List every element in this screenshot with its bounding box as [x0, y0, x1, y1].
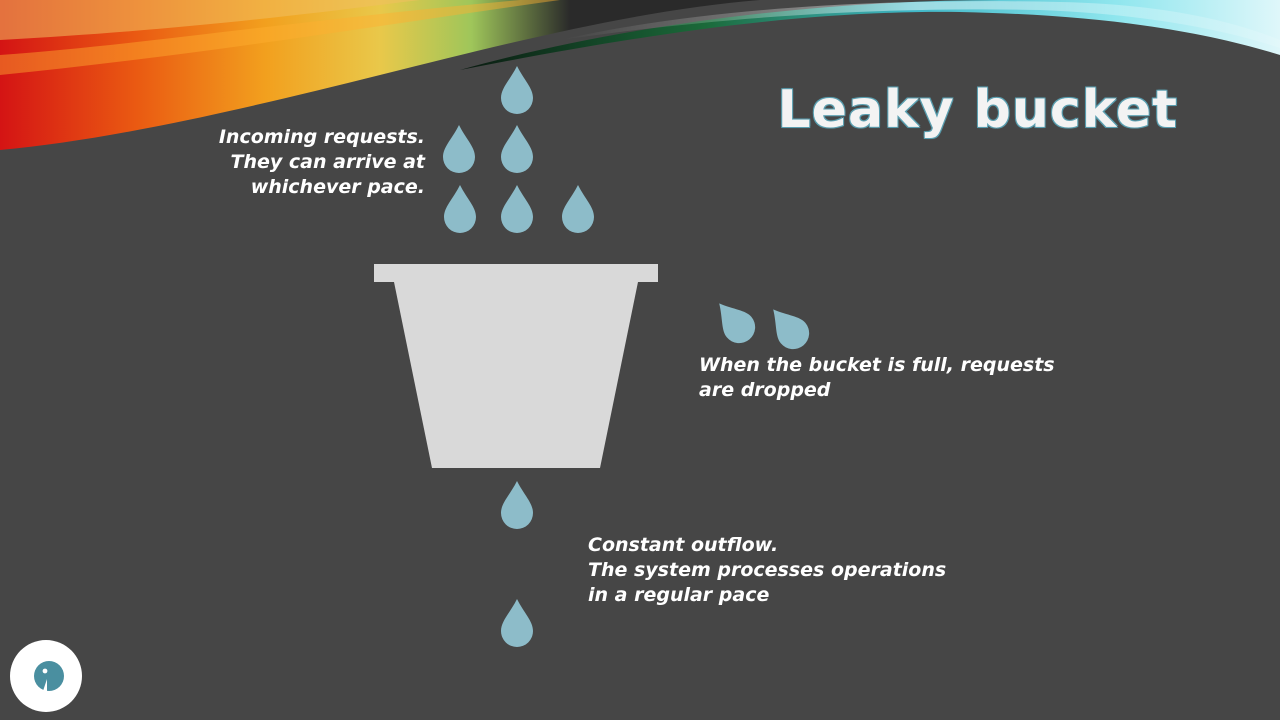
water-drop-icon [773, 309, 810, 350]
dropped-line-1: When the bucket is full, requests [699, 354, 1055, 376]
water-drop-icon [501, 125, 533, 173]
water-drop-icon [501, 599, 533, 647]
water-drop-icon [443, 125, 475, 173]
incoming-line-1: Incoming requests. [218, 126, 425, 148]
decorative-swoosh [0, 0, 1280, 150]
incoming-line-3: whichever pace. [250, 176, 425, 198]
outflow-line-3: in a regular pace [588, 584, 770, 606]
bird-logo-glyph [34, 661, 64, 691]
outflow-line-2: The system processes operations [588, 559, 947, 581]
water-drop-icon [501, 66, 533, 114]
bird-logo-icon [10, 640, 82, 712]
constant-outflow-label: Constant outflow. The system processes o… [588, 533, 946, 608]
outflow-line-1: Constant outflow. [588, 534, 779, 556]
water-drop-icon [444, 185, 476, 233]
slide-title: Leaky bucket [777, 80, 1178, 140]
water-drop-icon [501, 481, 533, 529]
water-drop-icon [719, 303, 756, 344]
water-drop-icon [501, 185, 533, 233]
dropped-line-2: are dropped [699, 379, 831, 401]
incoming-requests-label: Incoming requests. They can arrive at wh… [219, 125, 425, 200]
dropped-requests-label: When the bucket is full, requests are dr… [699, 353, 1055, 403]
incoming-line-2: They can arrive at [230, 151, 425, 173]
water-drop-icon [562, 185, 594, 233]
bucket-icon [374, 264, 658, 468]
